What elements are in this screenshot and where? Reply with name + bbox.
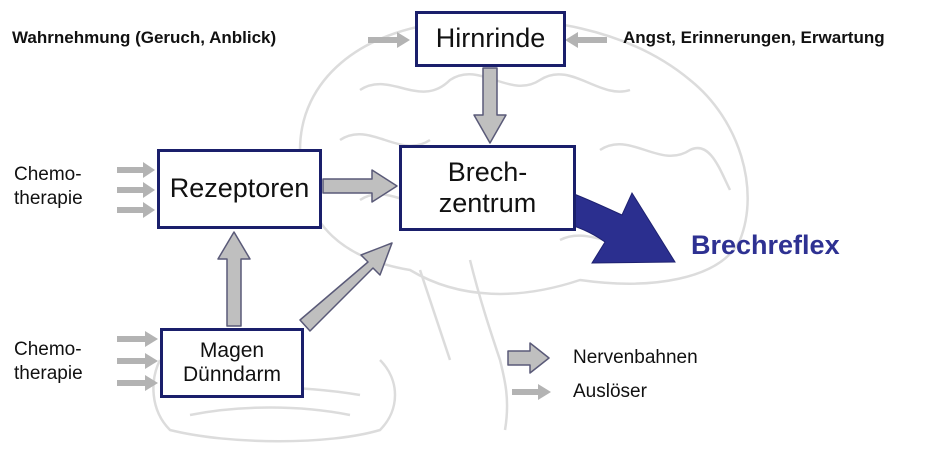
brechreflex-arrow	[560, 189, 675, 263]
magen-box: Magen Dünndarm	[160, 328, 304, 398]
legend-nerve-label: Nervenbahnen	[573, 347, 698, 369]
rezeptoren-box: Rezeptoren	[157, 149, 322, 229]
angst-label: Angst, Erinnerungen, Erwartung	[623, 28, 885, 48]
chemo-bottom-label: Chemo- therapie	[14, 338, 83, 386]
legend-nerve-arrow-icon	[508, 343, 549, 373]
brechzentrum-box: Brech- zentrum	[399, 145, 576, 231]
trigger-arrow-chemo-bottom-1	[117, 331, 158, 347]
chemo-top-label: Chemo- therapie	[14, 163, 83, 211]
nerve-arrow-rezeptoren-to-brechzentrum	[323, 170, 397, 202]
legend-trigger-label: Auslöser	[573, 381, 647, 403]
rezeptoren-label: Rezeptoren	[170, 173, 310, 204]
trigger-arrow-chemo-bottom-2	[117, 353, 158, 369]
hirnrinde-label: Hirnrinde	[436, 23, 546, 54]
legend-trigger-arrow-icon	[512, 384, 551, 400]
wahrnehmung-label: Wahrnehmung (Geruch, Anblick)	[12, 28, 276, 48]
trigger-arrow-chemo-top-1	[117, 162, 155, 178]
brechreflex-label: Brechreflex	[691, 230, 840, 261]
magen-label: Magen Dünndarm	[183, 339, 281, 387]
hirnrinde-box: Hirnrinde	[415, 11, 566, 67]
nerve-arrow-hirnrinde-to-brechzentrum	[474, 68, 506, 143]
trigger-arrow-chemo-top-2	[117, 182, 155, 198]
nerve-arrow-magen-to-brechzentrum	[300, 243, 392, 331]
brechzentrum-label: Brech- zentrum	[439, 157, 537, 219]
trigger-arrow-chemo-bottom-3	[117, 375, 158, 391]
trigger-arrow-chemo-top-3	[117, 202, 155, 218]
nerve-arrow-magen-to-rezeptoren	[218, 232, 250, 326]
